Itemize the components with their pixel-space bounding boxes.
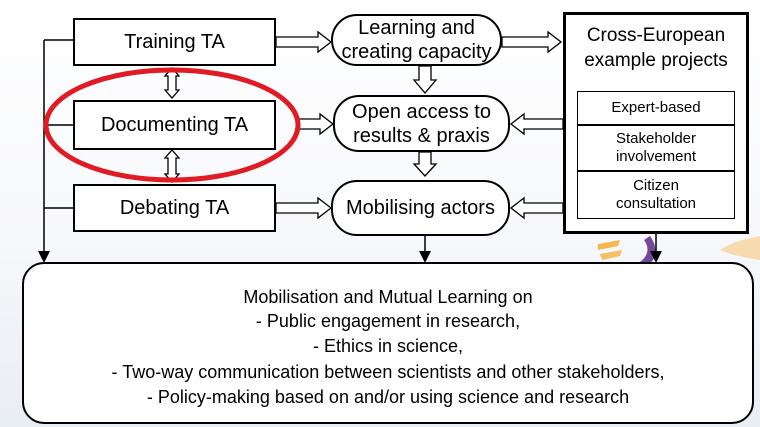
mml-heading: Mobilisation and Mutual Learning on — [243, 287, 533, 307]
stakeholder-involvement-item: Stakeholder involvement — [577, 125, 735, 171]
expert-based-item: Expert-based — [577, 91, 735, 125]
open-access-oval: Open access to results & praxis — [333, 95, 510, 152]
mutual-learning-box: Mobilisation and Mutual Learning on - Pu… — [22, 262, 754, 424]
debating-ta-box: Debating TA — [73, 184, 276, 232]
cross-european-projects-panel: Cross-European example projects Expert-b… — [563, 12, 749, 234]
training-ta-label: Training TA — [124, 30, 225, 53]
mobilising-actors-label: Mobilising actors — [346, 197, 495, 219]
citizen-consultation-item: Citizen consultation — [577, 171, 735, 219]
mobilising-actors-oval: Mobilising actors — [331, 180, 510, 236]
learning-capacity-oval: Learning and creating capacity — [331, 14, 502, 66]
mml-item-ethics: - Ethics in science, — [312, 336, 464, 356]
panel-title: Cross-European example projects — [584, 25, 728, 71]
mml-item-two-way-communication: - Two-way communication between scientis… — [111, 362, 665, 382]
training-ta-box: Training TA — [73, 18, 276, 66]
open-access-label: Open access to results & praxis — [352, 100, 491, 147]
documenting-ta-box: Documenting TA — [73, 100, 276, 150]
learning-capacity-label: Learning and creating capacity — [341, 17, 492, 63]
documenting-ta-label: Documenting TA — [100, 113, 249, 136]
debating-ta-label: Debating TA — [119, 196, 230, 219]
mml-item-public-engagement: - Public engagement in research, — [255, 311, 521, 331]
mml-item-policy-making: - Policy-making based on and/or using sc… — [146, 387, 630, 407]
